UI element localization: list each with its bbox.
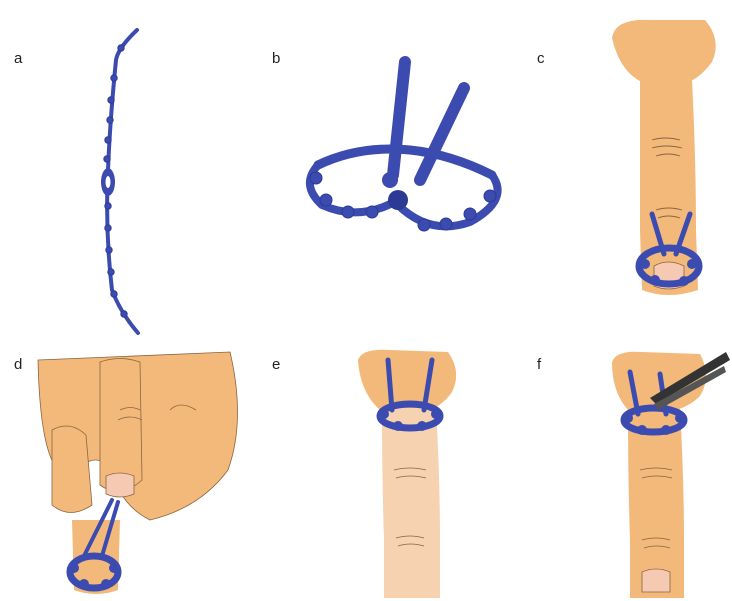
panel-e-finger bbox=[358, 350, 456, 598]
panel-a-band bbox=[101, 30, 138, 333]
panel-c-finger bbox=[612, 20, 716, 295]
panel-d-hand bbox=[38, 352, 238, 594]
panel-f-finger bbox=[612, 352, 730, 598]
panel-b-ring bbox=[310, 62, 498, 231]
